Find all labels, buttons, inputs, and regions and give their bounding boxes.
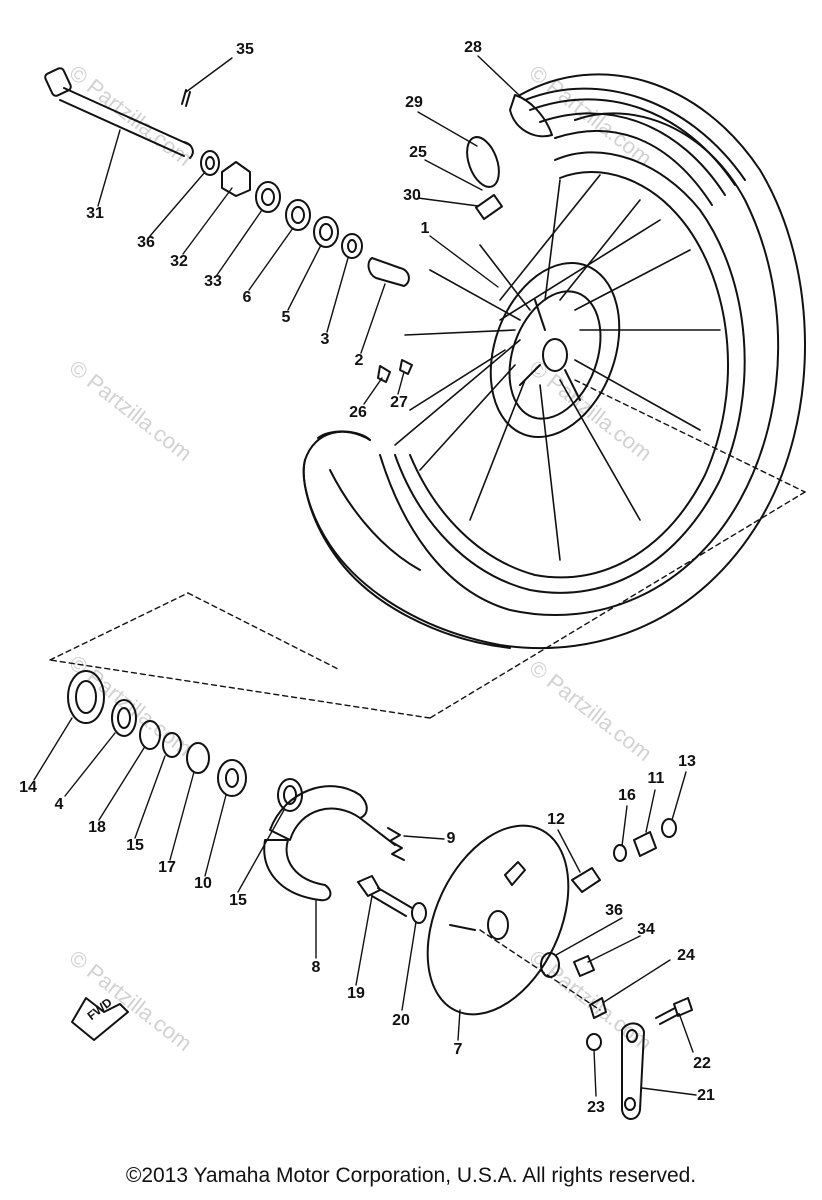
callout-15: 15 [126, 837, 144, 854]
callout-16: 16 [618, 787, 636, 804]
brake-arm [621, 1022, 645, 1120]
brake-side-parts [67, 670, 303, 812]
adjuster-parts [571, 818, 677, 893]
spoke-nipples [377, 359, 413, 383]
callout-26: 26 [349, 404, 367, 421]
callout-24: 24 [677, 947, 695, 964]
rim [394, 151, 746, 594]
callout-11: 11 [647, 770, 665, 787]
callout-32: 32 [170, 253, 188, 270]
part-24 [589, 997, 607, 1019]
hub [489, 261, 621, 439]
callout-34: 34 [637, 921, 655, 938]
callout-4: 4 [54, 796, 64, 813]
callout-31: 31 [86, 205, 104, 222]
washer-36 [540, 952, 560, 978]
nut-23 [586, 1033, 602, 1051]
callout-14: 14 [19, 779, 37, 796]
bolt-22 [655, 997, 693, 1025]
callout-20: 20 [392, 1012, 410, 1029]
callout-7: 7 [453, 1041, 463, 1058]
nut-34 [573, 955, 595, 977]
callout-18: 18 [88, 819, 106, 836]
callout-30: 30 [403, 187, 421, 204]
spokes [394, 174, 721, 561]
callout-12: 12 [547, 811, 565, 828]
callout-36-2: 36 [605, 902, 623, 919]
callout-36: 36 [137, 234, 155, 251]
callout-29: 29 [405, 94, 423, 111]
callout-19: 19 [347, 985, 365, 1002]
callout-8: 8 [311, 959, 321, 976]
tire [302, 73, 806, 649]
callout-17: 17 [158, 859, 176, 876]
fwd-arrow-icon [71, 997, 129, 1041]
camshaft-washer [411, 902, 427, 924]
cotter-pin [181, 89, 191, 107]
brake-spring [387, 827, 405, 861]
callout-3: 3 [320, 331, 330, 348]
leader-lines [33, 55, 697, 1097]
callout-2: 2 [354, 352, 364, 369]
callout-10: 10 [194, 875, 212, 892]
callout-15-2: 15 [229, 892, 247, 909]
callout-23: 23 [587, 1099, 605, 1116]
callout-6: 6 [242, 289, 252, 306]
callout-25: 25 [409, 144, 427, 161]
axle [44, 67, 194, 159]
callout-27: 27 [390, 394, 408, 411]
callout-1: 1 [420, 220, 430, 237]
callout-21: 21 [697, 1087, 715, 1104]
tube-and-band [466, 94, 553, 221]
assembly-dashed-lines [49, 379, 806, 1011]
copyright-footer: ©2013 Yamaha Motor Corporation, U.S.A. A… [125, 1164, 697, 1187]
brake-plate [426, 824, 570, 1016]
callout-33: 33 [204, 273, 222, 290]
callout-9: 9 [446, 830, 456, 847]
callout-13: 13 [678, 753, 696, 770]
axle-side-parts [200, 150, 410, 287]
camshaft [357, 875, 413, 917]
callout-35: 35 [236, 41, 254, 58]
callout-28: 28 [464, 39, 482, 56]
callout-22: 22 [693, 1055, 711, 1072]
callout-5: 5 [281, 309, 291, 326]
